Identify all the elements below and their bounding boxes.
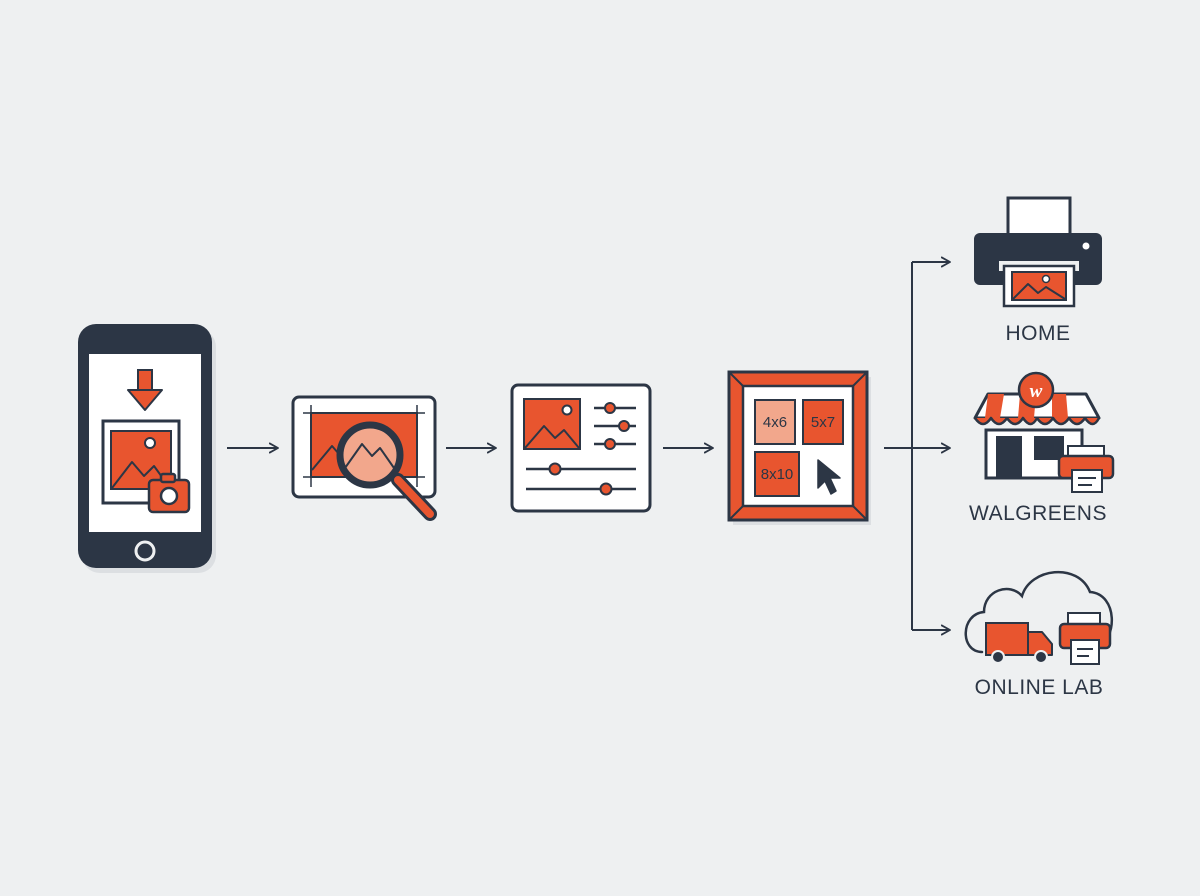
download-arrow-icon	[127, 369, 163, 411]
cursor-icon	[817, 459, 841, 495]
magnifier-icon	[336, 421, 437, 521]
printer-icon	[1058, 612, 1112, 665]
image-inspect-icon	[291, 395, 437, 521]
destination-label-home: HOME	[1006, 322, 1071, 345]
destination-label-online-lab: ONLINE LAB	[975, 676, 1104, 699]
photo-icon	[101, 419, 181, 505]
size-option-4x6: 4x6	[754, 399, 796, 445]
size-option-8x10: 8x10	[754, 451, 800, 497]
size-label-8x10: 8x10	[761, 466, 794, 483]
camera-icon	[147, 472, 191, 514]
walgreens-logo	[1017, 371, 1055, 409]
print-size-select-icon: 4x6 5x7 8x10	[727, 370, 871, 525]
image-adjust-icon	[510, 383, 652, 513]
printer-icon	[1057, 445, 1115, 493]
walgreens-logo-letter: w	[1030, 381, 1043, 402]
walgreens-store-icon: w	[973, 371, 1115, 493]
cloud-delivery-icon	[964, 570, 1113, 665]
branch-connector	[884, 256, 951, 636]
phone-import-icon	[78, 324, 216, 573]
home-printer-icon	[974, 196, 1102, 308]
delivery-truck-icon	[985, 622, 1053, 664]
size-option-5x7: 5x7	[802, 399, 844, 445]
slider-icon	[526, 402, 636, 496]
size-label-5x7: 5x7	[811, 414, 835, 431]
destination-label-walgreens: WALGREENS	[969, 502, 1107, 525]
size-label-4x6: 4x6	[763, 414, 787, 431]
